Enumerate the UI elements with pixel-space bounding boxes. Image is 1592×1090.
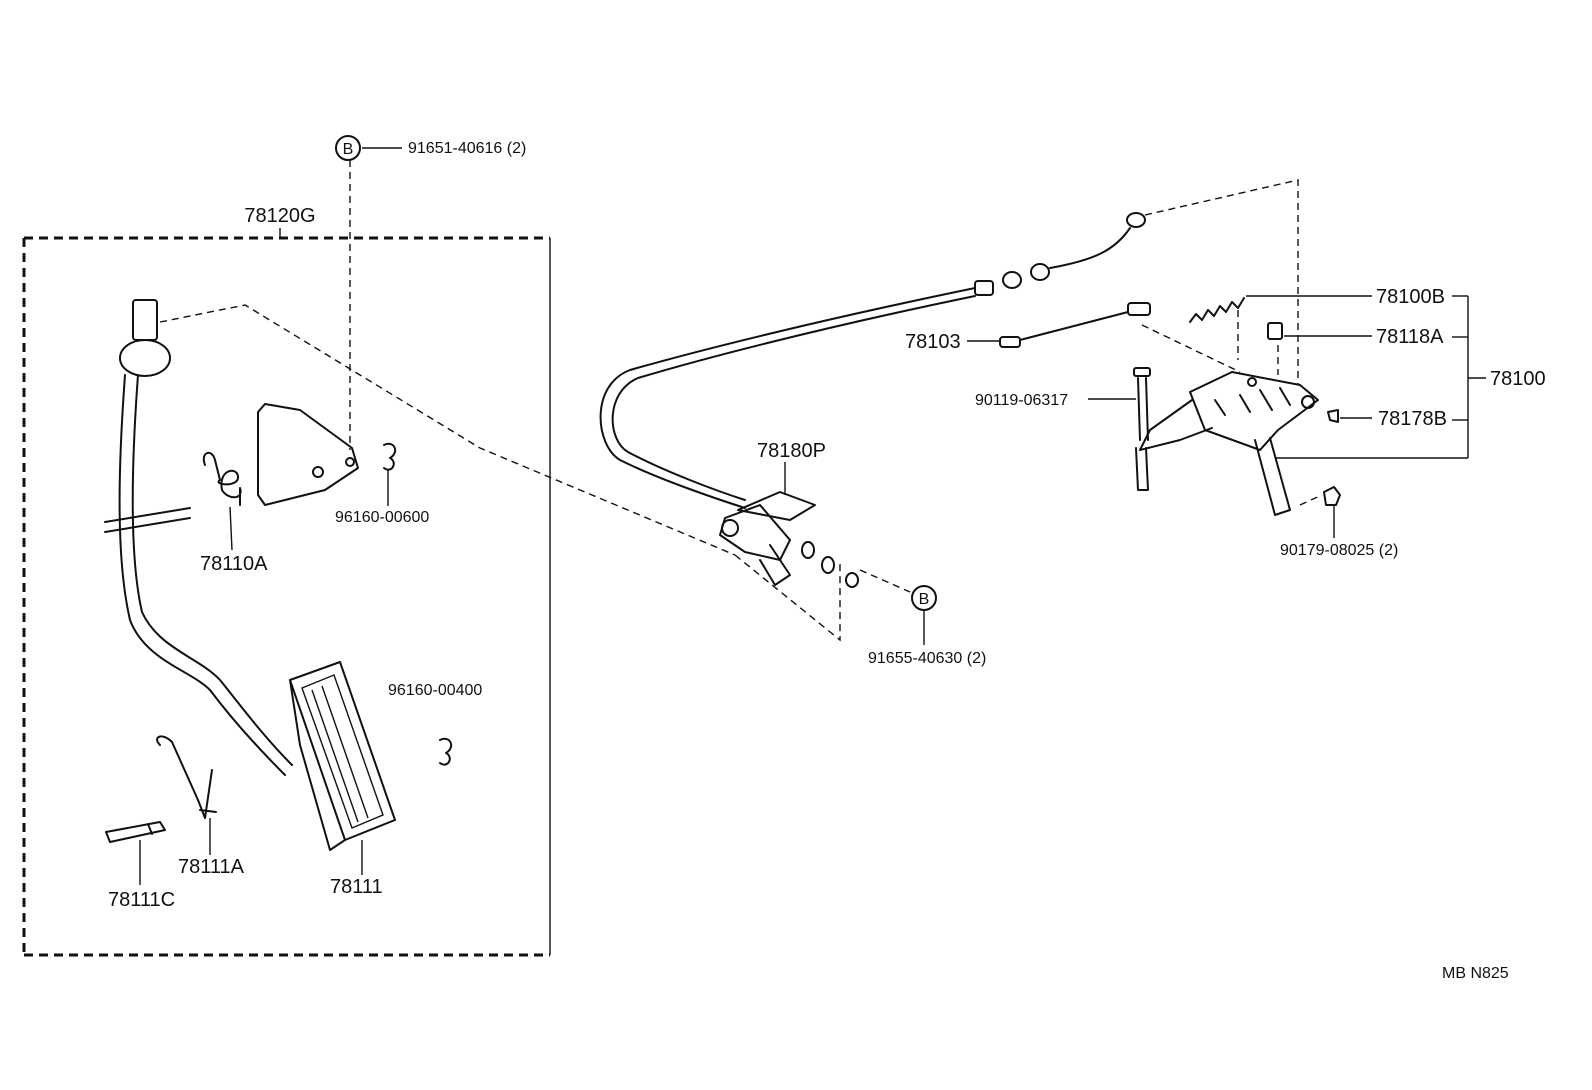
label-spring-upper: 78110A <box>200 553 268 575</box>
stud-bolt <box>1133 367 1151 491</box>
lower-spring <box>156 735 217 819</box>
label-bolt-b-top: 91651-40616 (2) <box>408 140 526 157</box>
clip-lower <box>439 737 453 766</box>
assembly-boundary <box>22 228 551 957</box>
b-marker-bottom-label: B <box>919 591 930 608</box>
pedal-arm <box>104 299 293 776</box>
group-bracket-78100 <box>1275 295 1486 459</box>
cable-bracket <box>719 491 859 588</box>
label-pedal-pad: 78111 <box>330 876 383 898</box>
accelerator-cable <box>599 212 1146 509</box>
label-stud-bolt: 90119-06317 <box>975 392 1068 409</box>
label-clip-lower: 96160-00400 <box>388 682 482 699</box>
clip-upper <box>383 442 397 471</box>
part-78178b-shape <box>1327 409 1339 423</box>
label-assembly: 78120G <box>244 205 315 227</box>
label-link-assy: 78100 <box>1490 368 1546 390</box>
label-78118a: 78118A <box>1376 326 1444 348</box>
label-clip-upper: 96160-00600 <box>335 509 429 526</box>
upper-spring <box>202 451 242 506</box>
pedal-bracket <box>257 403 359 506</box>
footer-code: MB N825 <box>1442 965 1509 982</box>
link-assy-dashes <box>1141 179 1323 506</box>
label-pin: 78111C <box>108 889 175 911</box>
label-rod: 78103 <box>905 331 961 353</box>
pin <box>105 821 166 843</box>
b-marker-top: B <box>335 135 402 161</box>
label-spring-lower: 78111A <box>178 856 245 878</box>
pedal-link-dashes <box>159 160 841 642</box>
nut-shape <box>1323 486 1341 506</box>
leader-lines <box>139 295 1372 885</box>
pedal-pad <box>289 661 396 851</box>
label-nut: 90179-08025 (2) <box>1280 542 1398 559</box>
label-return-spring: 78100B <box>1376 286 1445 308</box>
callout-labels: 78120G 91651-40616 (2) 96160-00600 78110… <box>108 140 1546 982</box>
b-marker-bottom: B <box>859 569 937 645</box>
part-78118a-shape <box>1267 322 1283 340</box>
label-bracket: 78180P <box>757 440 826 462</box>
label-bolt-b-bottom: 91655-40630 (2) <box>868 650 986 667</box>
return-spring <box>1189 297 1245 323</box>
b-marker-top-label: B <box>343 141 354 158</box>
label-78178b: 78178B <box>1378 408 1447 430</box>
link-assy <box>1139 371 1319 516</box>
rod <box>999 302 1151 348</box>
